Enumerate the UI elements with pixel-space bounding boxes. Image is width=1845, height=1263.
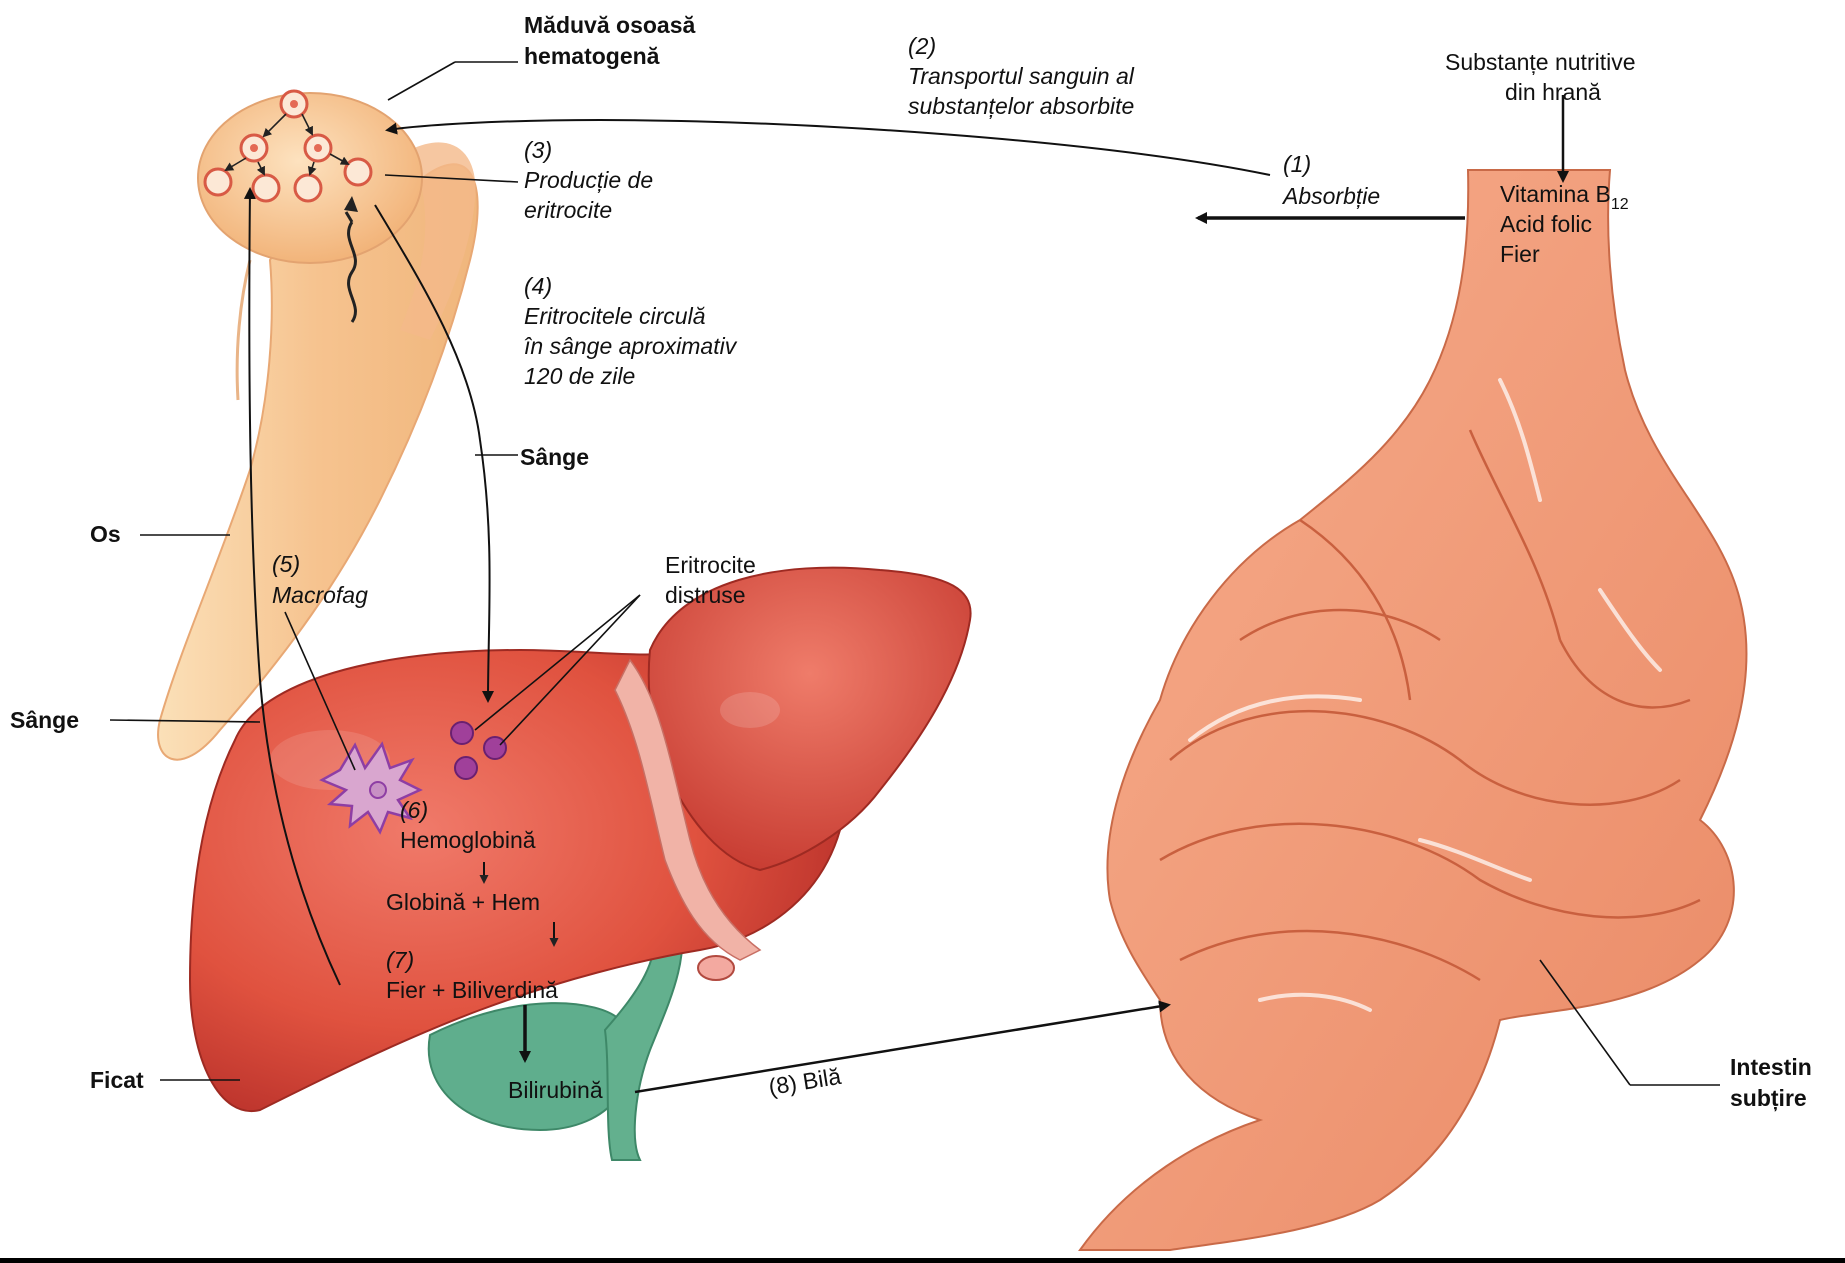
step5-text: Macrofag xyxy=(272,582,368,608)
fier-biliverdina: Fier + Biliverdină xyxy=(386,977,558,1003)
step1-number: (1) xyxy=(1283,151,1311,177)
step2-line1: Transportul sanguin al xyxy=(908,63,1135,89)
step4-line2: în sânge aproximativ xyxy=(524,333,738,359)
step6-number: (6) xyxy=(400,797,428,823)
marrow-label-2: hematogenă xyxy=(524,43,660,69)
step2-line2: substanțelor absorbite xyxy=(908,93,1134,119)
ficat-label: Ficat xyxy=(90,1067,144,1093)
step7-number: (7) xyxy=(386,947,414,973)
bilirubina: Bilirubină xyxy=(508,1077,603,1103)
step4-number: (4) xyxy=(524,273,552,299)
eritrocite-label-2: distruse xyxy=(665,582,746,608)
intestin-label-1: Intestin xyxy=(1730,1054,1812,1080)
acid-folic: Acid folic xyxy=(1500,211,1592,237)
step2-number: (2) xyxy=(908,33,936,59)
fier-nutrient: Fier xyxy=(1500,241,1540,267)
step3-number: (3) xyxy=(524,137,552,163)
os-label: Os xyxy=(90,521,121,547)
nutrients-header-1: Substanțe nutritive xyxy=(1445,49,1636,75)
step4-line3: 120 de zile xyxy=(524,363,635,389)
eritrocite-label-1: Eritrocite xyxy=(665,552,756,578)
nutrients-header-2: din hrană xyxy=(1505,79,1601,105)
step3-line2: eritrocite xyxy=(524,197,612,223)
step4-line1: Eritrocitele circulă xyxy=(524,303,706,329)
globina-hem: Globină + Hem xyxy=(386,889,540,915)
step5-number: (5) xyxy=(272,551,300,577)
hemoglobina: Hemoglobină xyxy=(400,827,536,853)
sange-left-label: Sânge xyxy=(10,707,79,733)
sange-mid-label: Sânge xyxy=(520,444,589,470)
intestin-label-2: subțire xyxy=(1730,1085,1807,1112)
step1-text: Absorbție xyxy=(1281,183,1380,209)
marrow-label-1: Măduvă osoasă xyxy=(524,12,695,38)
step3-line1: Producție de xyxy=(524,167,653,193)
